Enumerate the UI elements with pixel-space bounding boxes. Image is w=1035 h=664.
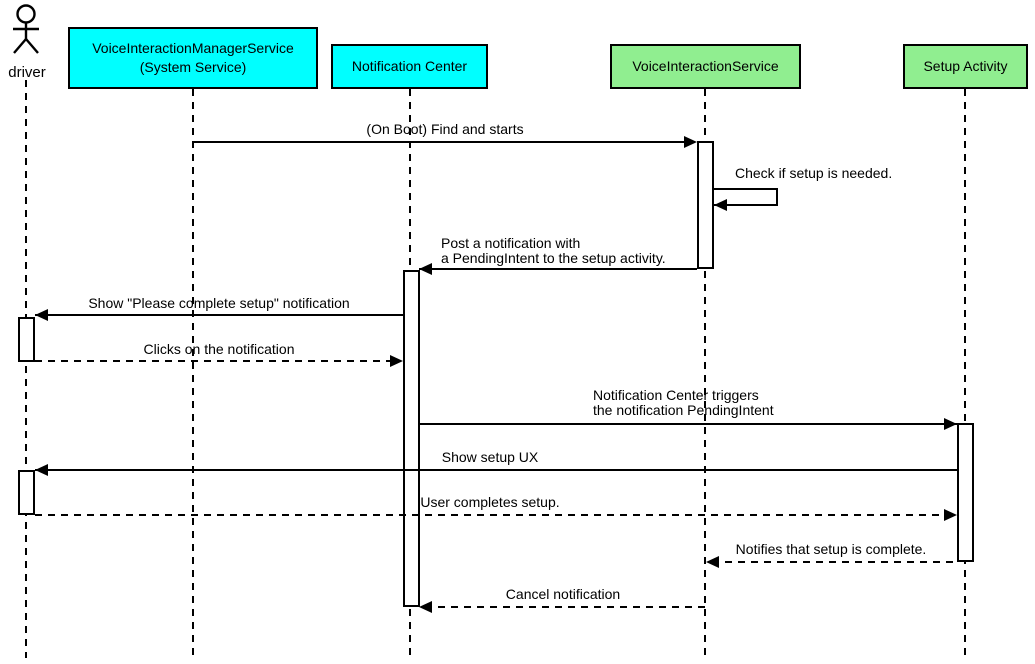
arrowhead-left-icon: [714, 199, 727, 211]
message-label: Clicks on the notification: [143, 341, 295, 357]
message-label: Show setup UX: [441, 449, 539, 465]
activation-notification-center: [403, 270, 420, 607]
message-label: (On Boot) Find and starts: [366, 121, 524, 137]
message-line-show-please-complete-setup: [35, 314, 403, 316]
message-line-notification-center-triggers: [419, 423, 957, 425]
message-label: Show "Please complete setup" notificatio…: [88, 295, 350, 311]
participant-label-line2: (System Service): [139, 59, 247, 75]
lifeline-voice-interaction-service: [704, 89, 706, 658]
lifeline-voice-interaction-manager-service: [192, 89, 194, 658]
message-line-user-completes-setup: [35, 514, 945, 516]
message-label-line2: a PendingIntent to the setup activity.: [441, 250, 666, 266]
message-label: Check if setup is needed.: [735, 165, 893, 181]
participant-box-setup-activity: Setup Activity: [903, 44, 1028, 89]
lifeline-setup-activity: [964, 89, 966, 658]
lifeline-driver: [25, 80, 27, 658]
message-label-line1: Post a notification with: [441, 235, 581, 251]
arrowhead-right-icon: [684, 136, 697, 148]
participant-label: Setup Activity: [923, 58, 1008, 74]
message-label-line2: the notification PendingIntent: [593, 402, 774, 418]
arrowhead-right-icon: [944, 509, 957, 521]
participant-label: Notification Center: [351, 58, 468, 74]
message-label-line1: Notification Center triggers: [593, 387, 759, 403]
activation-setup-activity: [957, 423, 974, 562]
arrowhead-right-icon: [390, 355, 403, 367]
message-line-clicks-on-the-notification: [35, 360, 391, 362]
arrowhead-right-icon: [944, 418, 957, 430]
participant-box-notification-center: Notification Center: [331, 44, 488, 89]
message-line-notifies-setup-complete: [712, 561, 957, 563]
actor-driver-icon: [13, 4, 39, 54]
arrowhead-left-icon: [35, 309, 48, 321]
message-line-post-a-notification: [419, 268, 697, 270]
message-label: User completes setup.: [420, 494, 560, 510]
arrowhead-left-icon: [419, 263, 432, 275]
message-label: Post a notification with a PendingIntent…: [441, 236, 666, 266]
message-label: Notifies that setup is complete.: [735, 541, 927, 557]
message-line-cancel-notification: [425, 606, 705, 608]
activation-driver-1: [18, 317, 35, 362]
arrowhead-left-icon: [35, 464, 48, 476]
participant-box-voice-interaction-manager-service: VoiceInteractionManagerService (System S…: [68, 27, 318, 89]
message-line-show-setup-ux: [35, 469, 957, 471]
message-self-loop-check-if-setup-is-needed: [713, 188, 778, 206]
arrowhead-left-icon: [419, 601, 432, 613]
message-label: Cancel notification: [505, 586, 621, 602]
participant-label: VoiceInteractionService: [632, 58, 779, 74]
participant-box-voice-interaction-service: VoiceInteractionService: [610, 44, 801, 89]
message-line-on-boot-find-and-starts: [194, 141, 686, 143]
participant-label-driver: driver: [8, 64, 46, 81]
participant-label-line1: VoiceInteractionManagerService: [92, 40, 294, 56]
activation-driver-2: [18, 470, 35, 515]
message-label: Notification Center triggers the notific…: [593, 388, 774, 418]
activation-voice-interaction-service: [697, 141, 714, 269]
arrowhead-left-icon: [706, 556, 719, 568]
